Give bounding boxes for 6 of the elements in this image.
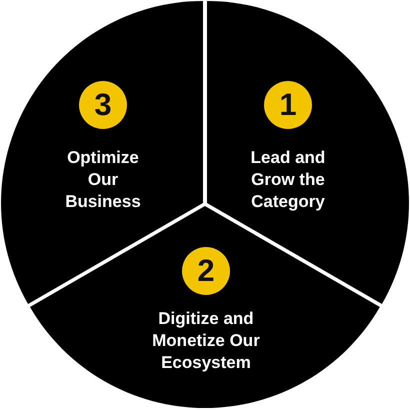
segment-label: Lead and Grow the Category [250, 146, 326, 213]
step-number: 2 [197, 254, 215, 288]
step-number: 1 [279, 88, 297, 122]
segment-label: Optimize Our Business [64, 146, 142, 213]
segment-label: Digitize and Monetize Our Ecosystem [151, 308, 261, 374]
step-number: 3 [94, 88, 112, 122]
